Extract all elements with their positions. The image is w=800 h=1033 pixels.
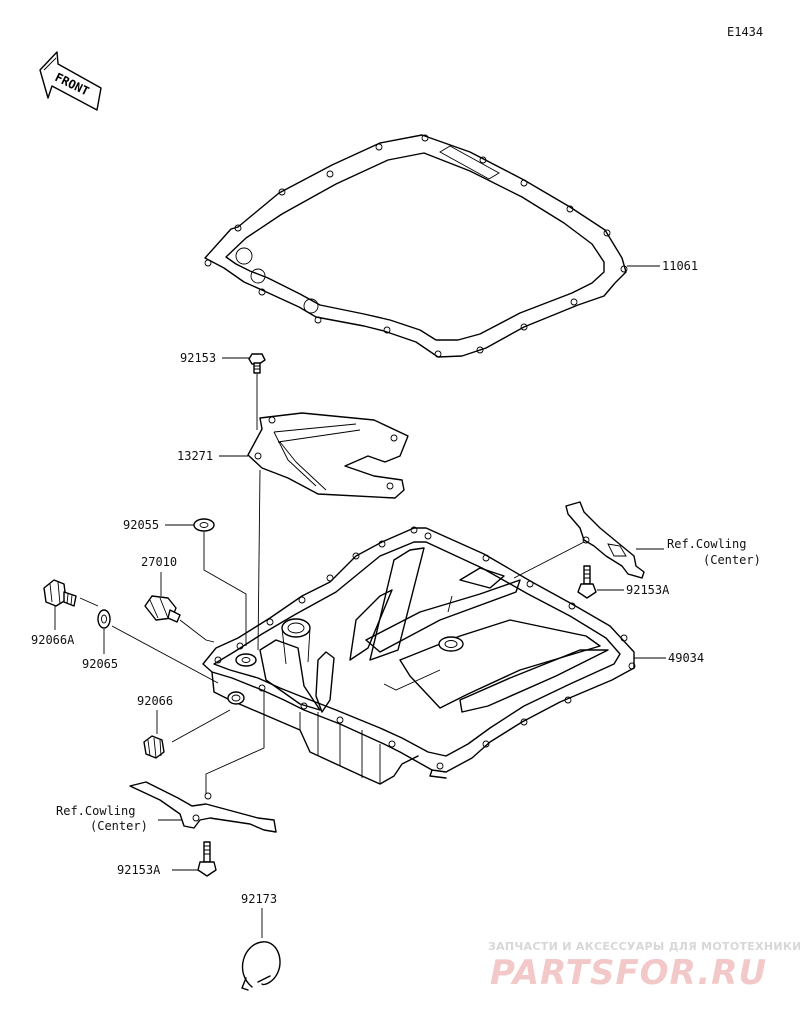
oil-pan xyxy=(202,526,636,785)
label-washer-small: 92055 xyxy=(123,518,159,532)
leader-drain-axis xyxy=(79,597,219,684)
label-drain-washer: 92065 xyxy=(82,657,118,671)
bracket-left xyxy=(129,781,277,833)
label-drain-bolt: 92066A xyxy=(31,633,75,647)
watermark-top: ЗАПЧАСТИ И АКСЕССУАРЫ ДЛЯ МОТОТЕХНИКИ xyxy=(488,940,800,953)
plug xyxy=(143,735,165,759)
leader-plate-axis xyxy=(257,469,261,651)
oil-pan-gasket xyxy=(204,134,628,358)
leader-washer-small-axis xyxy=(203,532,247,646)
label-bolt-top: 92153 xyxy=(180,351,216,365)
leader-bracket-left-axis xyxy=(205,690,265,794)
bolt-right xyxy=(577,565,597,599)
bracket-right xyxy=(565,501,645,579)
bolt-left xyxy=(197,841,217,877)
diagram-code: E1434 xyxy=(727,25,763,39)
bolt-top xyxy=(248,353,266,374)
drain-washer xyxy=(97,609,111,629)
label-bolt-right: 92153A xyxy=(626,583,670,597)
label-bolt-left: 92153A xyxy=(117,863,161,877)
ref-right-line2: (Center) xyxy=(703,553,761,567)
label-plug: 92066 xyxy=(137,694,173,708)
baffle-plate xyxy=(247,412,409,499)
gasket-bolt-holes xyxy=(204,134,628,358)
leader-plug-axis xyxy=(171,709,231,743)
label-gasket: 11061 xyxy=(662,259,698,273)
watermark-brand: PARTSFOR.RU xyxy=(490,953,767,993)
label-oil-pan: 49034 xyxy=(668,651,704,665)
oil-pressure-switch xyxy=(144,595,181,623)
label-clamp: 92173 xyxy=(241,892,277,906)
oil-pan-bolt-holes xyxy=(214,526,636,770)
label-switch: 27010 xyxy=(141,555,177,569)
label-plate: 13271 xyxy=(177,449,213,463)
washer-small xyxy=(193,518,215,532)
front-label: FRONT xyxy=(53,70,92,98)
leader-switch-axis xyxy=(179,619,215,643)
ref-left-line2: (Center) xyxy=(90,819,148,833)
ref-right-line1: Ref.Cowling xyxy=(667,537,746,551)
drain-bolt xyxy=(43,579,77,607)
front-arrow-icon: FRONT xyxy=(39,51,102,111)
leader-bracket-right-axis xyxy=(513,541,585,579)
ref-left-line1: Ref.Cowling xyxy=(56,804,135,818)
hose-clamp xyxy=(241,941,281,991)
